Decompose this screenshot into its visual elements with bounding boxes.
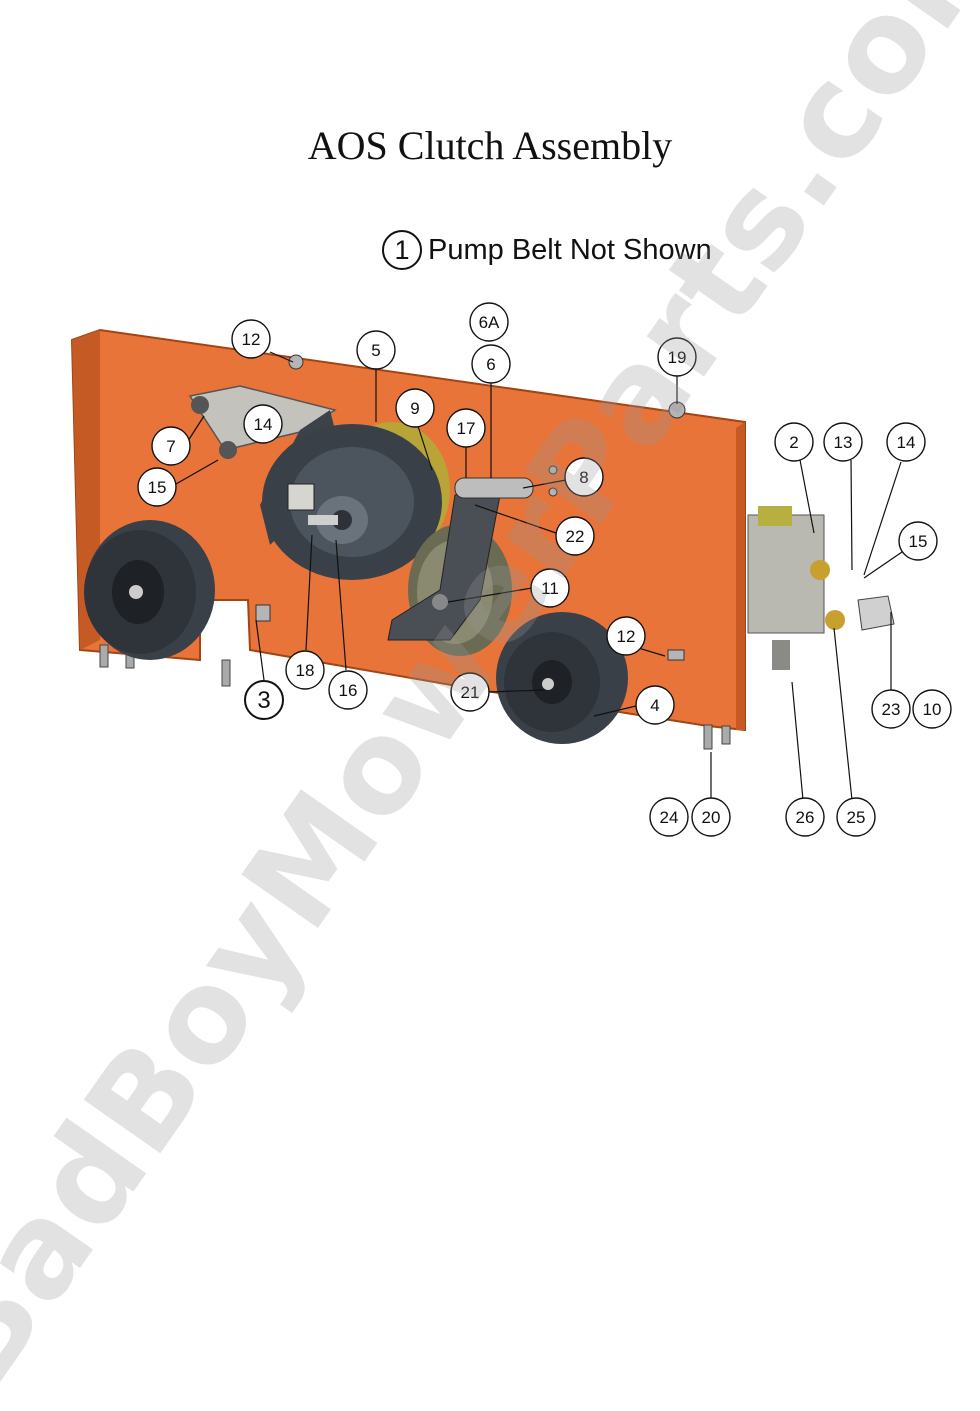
callout-23: 23: [871, 689, 911, 729]
callout-17: 17: [446, 408, 486, 448]
svg-text:18: 18: [296, 661, 315, 680]
svg-text:11: 11: [541, 579, 559, 598]
svg-text:21: 21: [461, 683, 480, 702]
svg-text:6: 6: [486, 355, 495, 374]
svg-text:15: 15: [148, 478, 167, 497]
callout-2: 2: [774, 422, 814, 462]
svg-text:3: 3: [257, 687, 270, 714]
left-pulley: [84, 520, 215, 660]
callout-3: 3: [244, 680, 284, 720]
leader-lines: [175, 351, 903, 801]
svg-text:7: 7: [166, 437, 175, 456]
callout-15: 15: [137, 467, 177, 507]
svg-text:12: 12: [617, 627, 636, 646]
callout-20: 20: [691, 797, 731, 837]
svg-text:22: 22: [566, 527, 585, 546]
svg-text:6A: 6A: [479, 313, 500, 332]
note-text: Pump Belt Not Shown: [428, 233, 712, 266]
callout-18: 18: [285, 650, 325, 690]
callout-9: 9: [395, 388, 435, 428]
electric-clutch: [260, 410, 450, 580]
svg-text:2: 2: [789, 433, 798, 452]
callout-4: 4: [635, 685, 675, 725]
svg-text:9: 9: [410, 399, 419, 418]
callout-5: 5: [356, 330, 396, 370]
svg-text:17: 17: [457, 419, 476, 438]
assembly-diagram: 12 5 6A 6 19 9 17 8 7 14 15 22 2 13 14 1…: [70, 302, 952, 837]
callout-8: 8: [564, 457, 604, 497]
svg-text:26: 26: [796, 808, 815, 827]
svg-text:25: 25: [847, 808, 866, 827]
svg-text:16: 16: [339, 681, 358, 700]
callout-6: 6: [471, 344, 511, 384]
svg-text:23: 23: [882, 700, 901, 719]
svg-text:5: 5: [371, 341, 380, 360]
callout-19: 19: [657, 337, 697, 377]
callout-13: 13: [823, 422, 863, 462]
callouts: 12 5 6A 6 19 9 17 8 7 14 15 22 2 13 14 1…: [137, 302, 952, 837]
page-title: AOS Clutch Assembly: [307, 123, 673, 168]
callout-16: 16: [328, 670, 368, 710]
callout-14: 14: [243, 404, 283, 444]
hydro-pump: [747, 506, 895, 670]
svg-text:14: 14: [897, 433, 916, 452]
callout-12-lower: 12: [606, 616, 646, 656]
callout-22: 22: [555, 516, 595, 556]
callout-14-pump: 14: [886, 422, 926, 462]
svg-text:13: 13: [834, 433, 853, 452]
svg-text:14: 14: [254, 415, 273, 434]
svg-text:15: 15: [909, 532, 928, 551]
callout-21: 21: [450, 672, 490, 712]
callout-10: 10: [912, 689, 952, 729]
callout-25: 25: [836, 797, 876, 837]
svg-text:8: 8: [579, 468, 588, 487]
idler-arm: [387, 477, 534, 656]
callout-7: 7: [151, 426, 191, 466]
callout-11: 11: [530, 568, 570, 608]
fittings: [255, 354, 686, 661]
svg-text:4: 4: [650, 696, 659, 715]
svg-text:19: 19: [668, 348, 687, 367]
lower-pulley: [496, 612, 628, 744]
svg-text:12: 12: [242, 330, 261, 349]
callout-15-pump: 15: [898, 521, 938, 561]
svg-text:24: 24: [660, 808, 679, 827]
note: 1 Pump Belt Not Shown: [382, 230, 712, 270]
callout-26: 26: [785, 797, 825, 837]
svg-text:10: 10: [923, 700, 942, 719]
callout-12: 12: [231, 319, 271, 359]
svg-text:20: 20: [702, 808, 721, 827]
note-number: 1: [382, 230, 422, 270]
callout-6a: 6A: [469, 302, 509, 342]
mounting-studs: [99, 644, 731, 750]
callout-24: 24: [649, 797, 689, 837]
